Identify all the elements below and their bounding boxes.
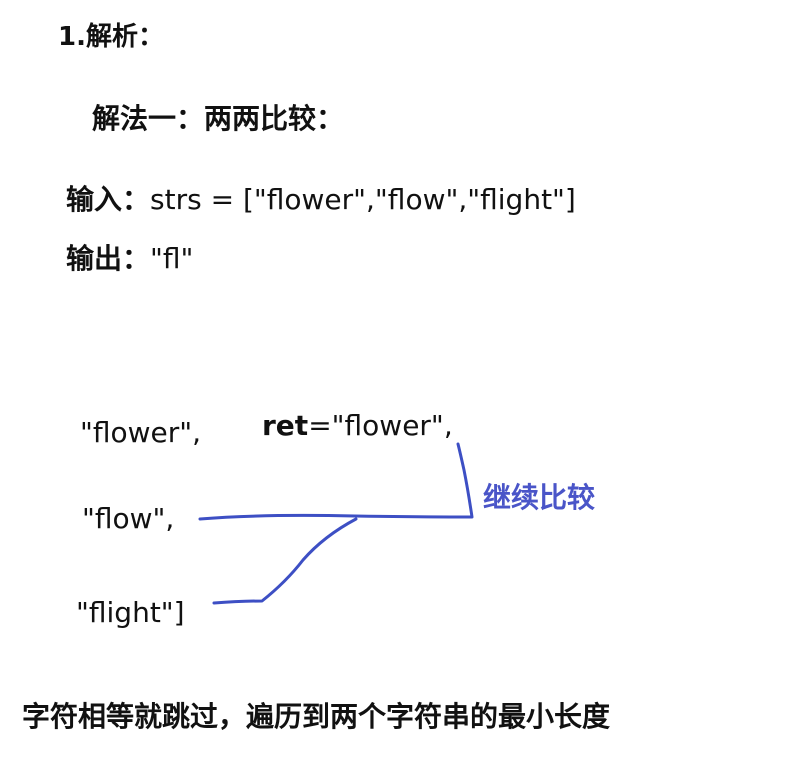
ret-keyword: ret — [262, 409, 309, 442]
conclusion-text: 字符相等就跳过，遍历到两个字符串的最小长度 — [22, 700, 611, 733]
connector-flow-to-ret — [198, 442, 474, 521]
continue-compare-label: 继续比较 — [483, 481, 596, 514]
output-row: 输出："fl" — [66, 245, 193, 273]
ret-assignment: ret="flower", — [262, 412, 453, 440]
output-value: "fl" — [150, 242, 194, 275]
input-row: 输入：strs = ["flower","flow","flight"] — [66, 186, 576, 214]
ret-value: ="flower", — [308, 409, 453, 442]
method-title: 解法一：两两比较： — [92, 102, 345, 135]
string-flow: "flow", — [82, 502, 175, 535]
input-value: strs = ["flower","flow","flight"] — [150, 183, 576, 216]
string-flight: "flight"] — [76, 596, 185, 629]
string-flower: "flower", — [80, 416, 202, 449]
output-label: 输出： — [66, 242, 151, 275]
input-label: 输入： — [66, 183, 151, 216]
section-title: 1.解析： — [58, 22, 164, 52]
connector-flight-to-flow — [212, 517, 358, 605]
